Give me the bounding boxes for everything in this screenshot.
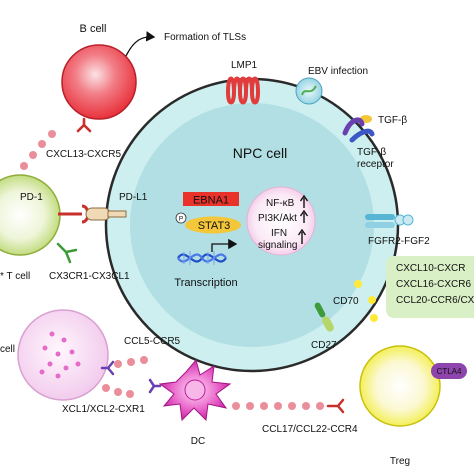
ccl17-ccl22-ccr4-label: CCL17/CCL22-CCR4 [262, 424, 358, 435]
pi3k-akt-label: PI3K/Akt [258, 213, 297, 224]
lmp1-protein-icon [226, 76, 260, 105]
dna-helix-icon [177, 238, 238, 265]
ccl17-dots [232, 402, 324, 410]
formation-arrow-icon [125, 31, 156, 57]
cx3cr1-receptor-icon [56, 242, 78, 264]
ccl5-ccr5-label: CCL5-CCR5 [124, 336, 181, 347]
cxcr5-receptor-icon [76, 117, 92, 133]
xcr1-receptor-icon [148, 378, 162, 394]
tgf-beta-receptor-icon [342, 115, 375, 143]
cd70-label: CD70 [333, 296, 359, 307]
chemokine-3: CCL20-CCR6/CXC [396, 295, 474, 306]
nfkb-label: NF-κB [266, 198, 295, 209]
cd27-label: CD27 [311, 340, 337, 351]
formation-tls-label: Formation of TLSs [164, 32, 246, 43]
fgfr2-receptor-icon [365, 214, 414, 228]
ctla4-badge [431, 363, 467, 379]
ebv-genome-icon [301, 85, 317, 96]
cxcl13-dots [20, 130, 56, 170]
xcl-cxr1-label: XCL1/XCL2-CXR1 [62, 404, 145, 415]
t-cell-label: * T cell [0, 271, 30, 282]
chemokine-box [386, 256, 474, 318]
treg-cell [359, 345, 441, 427]
chemokine-dots [354, 280, 378, 322]
chemokine-2: CXCL16-CXCR6 [396, 279, 471, 290]
cd70-cd27-complex-icon [314, 302, 334, 332]
ctla4-label: CTLA4 [437, 367, 462, 376]
lmp1-label: LMP1 [231, 60, 258, 71]
ebna1-label: EBNA1 [193, 195, 229, 207]
phosphate-icon [175, 212, 187, 224]
tgf-beta-receptor-label-1: TGF-β [357, 147, 386, 158]
ccr4-receptor-icon [326, 398, 345, 414]
treg-label: Treg [390, 456, 410, 467]
ebna1-box [183, 192, 239, 206]
ccl5-dots [114, 356, 148, 368]
tgf-beta-label: TGF-β [378, 115, 407, 126]
nk-granules [39, 331, 81, 379]
upregulation-arrow-icons [297, 194, 309, 244]
pdl1-label: PD-L1 [119, 192, 148, 203]
ifn-signaling-label: signaling [258, 240, 297, 251]
stat3-oval [185, 216, 241, 234]
cx3cr1-cx3cl1-label: CX3CR1-CX3CL1 [49, 271, 130, 282]
xcl-dots [102, 384, 134, 398]
tgf-beta-receptor-label-2: receptor [357, 159, 394, 170]
pdl1-ligand-icon [85, 207, 111, 221]
npc-cell-title: NPC cell [233, 145, 287, 161]
ebv-infection-label: EBV infection [308, 66, 368, 77]
chemokine-1: CXCL10-CXCR [396, 263, 465, 274]
b-cell-label: B cell [80, 23, 107, 35]
npc-cell: NPC cell EBNA1 STAT3 P Transcription NF-… [104, 77, 400, 373]
dc-nucleus [184, 379, 206, 401]
dc-label: DC [191, 436, 205, 447]
pdl1-stalk-icon [107, 210, 127, 218]
pd1-label: PD-1 [20, 192, 43, 203]
fgfr2-fgf2-label: FGFR2-FGF2 [368, 236, 430, 247]
t-cell [0, 174, 61, 256]
b-cell [61, 44, 137, 120]
cxcl13-cxcr5-label: CXCL13-CXCR5 [46, 149, 121, 160]
stat3-label: STAT3 [198, 220, 231, 232]
nk-cell-label-fragment: cell [0, 344, 15, 355]
signaling-pathways-circle [246, 186, 316, 256]
nk-cell [17, 309, 109, 401]
transcription-label: Transcription [174, 277, 237, 289]
ccr5-receptor-icon [100, 360, 115, 376]
phosphate-label: P [179, 216, 183, 223]
ifn-label: IFN [271, 228, 287, 239]
